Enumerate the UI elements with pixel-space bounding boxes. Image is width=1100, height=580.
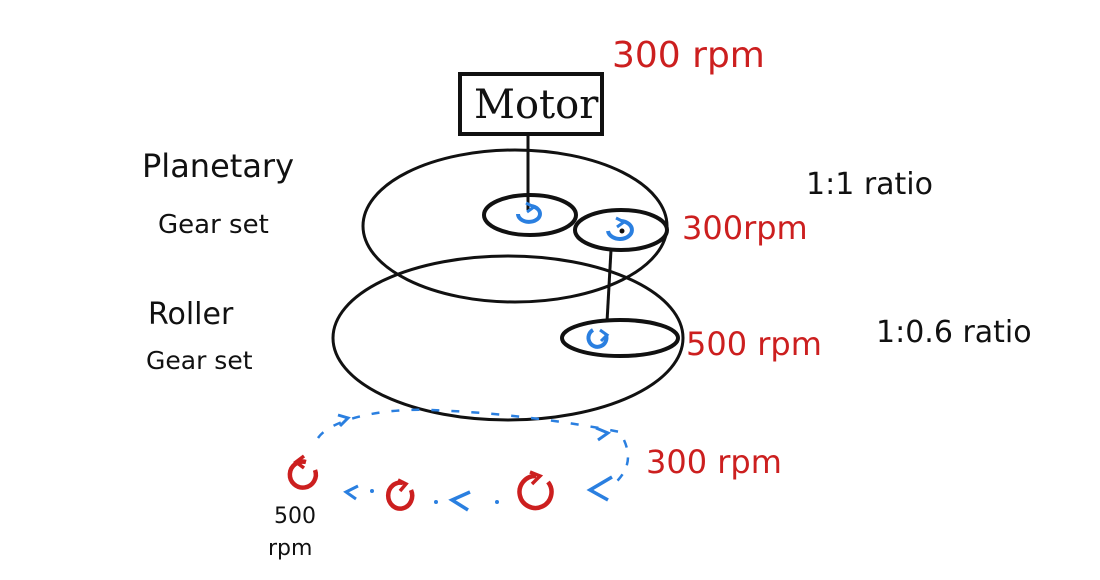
motor-speed-label: 300 rpm bbox=[612, 35, 765, 76]
sun-gear bbox=[482, 193, 578, 237]
motor-box bbox=[458, 72, 604, 136]
roller-ratio-label: 1:0.6 ratio bbox=[876, 315, 1032, 350]
roller-gear bbox=[560, 318, 680, 358]
roller-gear-set-ellipse bbox=[331, 254, 685, 422]
roller-output-speed-label: 500 rpm bbox=[686, 325, 822, 363]
planetary-label-line2: Gear set bbox=[158, 210, 269, 240]
roller-gear-rotation-icon bbox=[586, 328, 609, 349]
flow-arrow-between-2-1 bbox=[343, 484, 359, 501]
flow-path-right bbox=[611, 439, 630, 487]
roller-rotation-icon-1 bbox=[517, 473, 554, 511]
sun-gear-rotation-icon bbox=[516, 204, 542, 224]
planet-gear bbox=[573, 208, 669, 252]
roller-label-line1: Roller bbox=[148, 297, 234, 332]
planetary-output-speed-label: 300rpm bbox=[682, 209, 808, 247]
motor-label: Motor bbox=[474, 82, 599, 128]
planetary-ratio-label: 1:1 ratio bbox=[806, 167, 933, 202]
roller-label-line2: Gear set bbox=[146, 346, 253, 375]
flow-arrow-between-3-2 bbox=[448, 490, 471, 512]
chain-end-speed-line1: 500 bbox=[274, 504, 316, 529]
flow-arrow-right bbox=[586, 475, 613, 502]
connecting-shaft bbox=[605, 249, 613, 323]
planetary-label-line1: Planetary bbox=[142, 147, 295, 185]
roller-rotation-icon-2 bbox=[385, 480, 415, 511]
planet-gear-rotation-icon bbox=[606, 219, 634, 241]
planetary-gear-set-ellipse bbox=[361, 148, 669, 304]
chain-input-speed-label: 300 rpm bbox=[646, 443, 782, 481]
chain-end-speed-line2: rpm bbox=[268, 536, 313, 561]
